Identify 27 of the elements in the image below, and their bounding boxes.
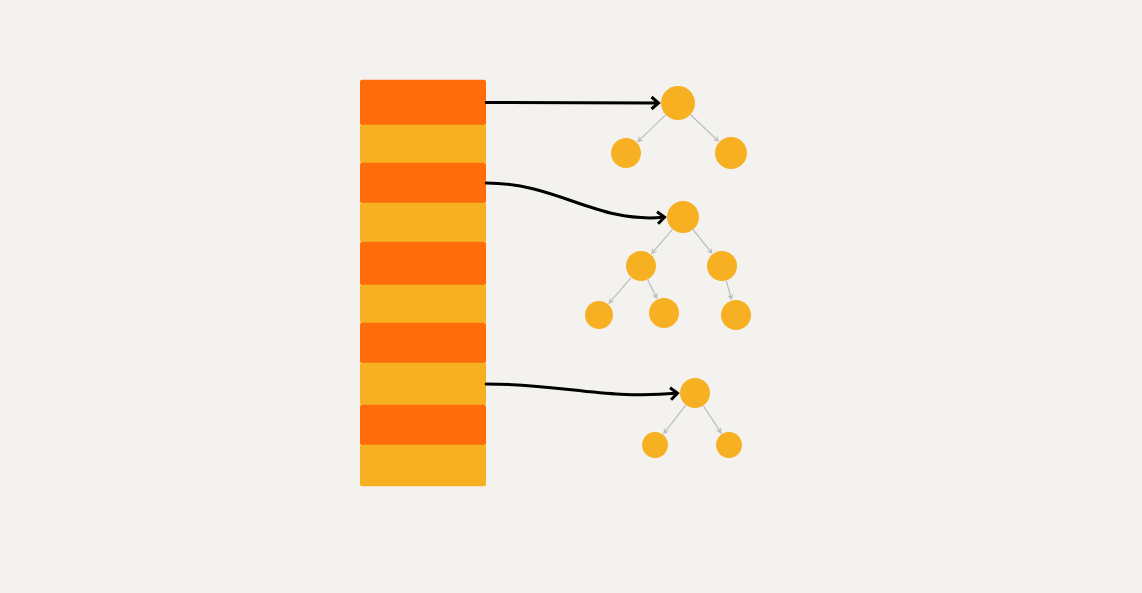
arrow	[484, 382, 680, 401]
stripe-bar	[360, 79, 486, 126]
stripe-bar	[360, 444, 486, 487]
tree-node-circle	[680, 378, 710, 408]
tree-node-circle	[716, 432, 742, 458]
arrow	[484, 181, 667, 225]
tree-node-circle	[585, 301, 613, 329]
tree-node-circle	[611, 138, 641, 168]
tree-node-circle	[642, 432, 668, 458]
stripe-bar	[360, 362, 486, 406]
stripe-bar	[360, 202, 486, 243]
tree-node-circle	[721, 300, 751, 330]
stripe-bar	[360, 322, 486, 364]
stripe-bar	[360, 241, 486, 286]
tree-node-circle	[667, 201, 699, 233]
stripe-bar	[360, 124, 486, 164]
tree-node-circle	[715, 137, 747, 169]
tree-node-circle	[661, 86, 695, 120]
tree-node-circle	[707, 251, 737, 281]
stripe-bar	[360, 284, 486, 324]
arrow	[484, 95, 661, 111]
stripe-bar	[360, 404, 486, 446]
tree-edge-arrow	[702, 405, 722, 434]
tree-node-circle	[626, 251, 656, 281]
tree-node-circle	[649, 298, 679, 328]
tree-edge-arrow	[663, 404, 687, 435]
stripe-bar	[360, 162, 486, 204]
